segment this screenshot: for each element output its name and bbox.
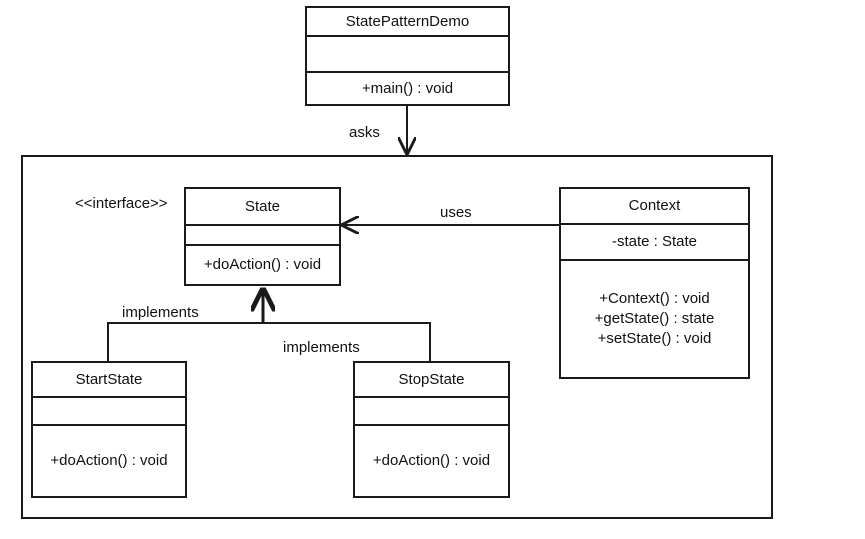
methods-section: +doAction() : void (186, 246, 339, 284)
state-interface: State +doAction() : void (184, 187, 341, 286)
class-name-section: Context (561, 189, 748, 225)
attributes-section (307, 37, 508, 73)
class-name-section: State (186, 189, 339, 226)
demo-method: +main() : void (361, 79, 454, 97)
context-method: +Context() : void (599, 290, 710, 307)
start-state-class-name: StartState (75, 370, 143, 388)
attributes-section: -state : State (561, 225, 748, 261)
methods-section: +doAction() : void (355, 426, 508, 496)
asks-label: asks (349, 124, 380, 141)
class-name-section: StatePatternDemo (307, 8, 508, 37)
package-frame (21, 155, 773, 519)
stop-state-method: +doAction() : void (372, 452, 491, 469)
demo-class-name: StatePatternDemo (345, 12, 470, 30)
implements-label-stop: implements (283, 339, 360, 356)
context-attribute: -state : State (611, 233, 698, 250)
implements-connector (107, 322, 431, 362)
uses-label: uses (440, 204, 472, 221)
context-class: Context -state : State +Context() : void… (559, 187, 750, 379)
state-pattern-demo-class: StatePatternDemo +main() : void (305, 6, 510, 106)
state-class-name: State (244, 197, 281, 215)
context-class-name: Context (628, 197, 681, 214)
attributes-section (355, 398, 508, 426)
class-name-section: StartState (33, 363, 185, 398)
context-method: +getState() : state (594, 310, 715, 327)
implements-label-start: implements (122, 304, 199, 321)
interface-stereotype: <<interface>> (75, 195, 168, 212)
start-state-class: StartState +doAction() : void (31, 361, 187, 498)
methods-section: +doAction() : void (33, 426, 185, 496)
attributes-section (33, 398, 185, 426)
stop-state-class: StopState +doAction() : void (353, 361, 510, 498)
context-method: +setState() : void (597, 330, 712, 347)
start-state-method: +doAction() : void (50, 452, 168, 469)
class-name-section: StopState (355, 363, 508, 398)
state-method: +doAction() : void (203, 256, 322, 273)
methods-section: +Context() : void +getState() : state +s… (561, 261, 748, 377)
methods-section: +main() : void (307, 73, 508, 104)
attributes-section (186, 226, 339, 246)
stop-state-class-name: StopState (398, 370, 465, 388)
